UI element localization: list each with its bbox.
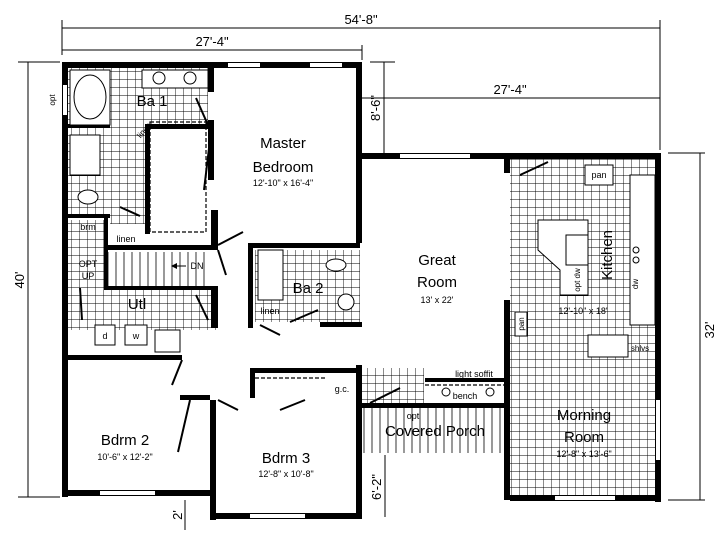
opt-up-label-1: OPT bbox=[79, 259, 98, 269]
tub-icon bbox=[73, 74, 107, 120]
master-name-1: Master bbox=[260, 135, 306, 152]
bath1-name: Ba 1 bbox=[137, 93, 168, 110]
bdrm3-size: 12'-8" x 10'-8" bbox=[258, 469, 313, 479]
bdrm2-size: 10'-6" x 12'-2" bbox=[97, 452, 152, 462]
linen-ba2-label: linen bbox=[260, 306, 279, 316]
bath2-name: Ba 2 bbox=[293, 280, 324, 297]
morning-name-1: Morning bbox=[557, 407, 611, 424]
opt-window-label: opt bbox=[48, 94, 57, 106]
guest-closet-label: g.c. bbox=[335, 384, 350, 394]
range-icon bbox=[632, 246, 640, 254]
kitchen-sink-icon bbox=[565, 234, 589, 266]
dryer-label: d bbox=[102, 331, 107, 341]
dim-overall-width: 54'-8" bbox=[344, 12, 378, 27]
pantry-side-label: pan bbox=[517, 317, 526, 330]
dimension-lines bbox=[18, 20, 705, 530]
great-size: 13' x 22' bbox=[421, 295, 454, 305]
sink-icon bbox=[337, 293, 355, 311]
fixtures bbox=[69, 69, 656, 386]
toilet-icon bbox=[325, 258, 347, 272]
dim-bottom-offset: 2' bbox=[170, 510, 185, 520]
dim-porch-depth: 6'-2" bbox=[369, 474, 384, 500]
broom-closet-label: brm bbox=[80, 222, 96, 232]
opt-up-label-2: UP bbox=[82, 271, 95, 281]
great-name-1: Great bbox=[418, 252, 456, 269]
dim-right-depth: 32' bbox=[702, 322, 717, 339]
utility-name: Utl bbox=[128, 296, 146, 313]
washer-label: w bbox=[132, 331, 140, 341]
pantry-top-label: pan bbox=[591, 170, 606, 180]
shelves-label: shlvs bbox=[631, 344, 649, 353]
dim-overall-depth: 40' bbox=[12, 272, 27, 289]
windows bbox=[63, 63, 660, 518]
shower-icon bbox=[69, 134, 101, 176]
morning-name-2: Room bbox=[564, 429, 604, 446]
door-swings bbox=[79, 97, 549, 453]
kitchen-name: Kitchen bbox=[599, 230, 616, 280]
tub-icon bbox=[257, 249, 284, 301]
master-size: 12'-10" x 16'-4" bbox=[253, 178, 313, 188]
great-name-2: Room bbox=[417, 274, 457, 291]
dishwasher-label: dw bbox=[631, 279, 640, 289]
porch-name: Covered Porch bbox=[385, 423, 485, 440]
bench-label: bench bbox=[453, 391, 478, 401]
toilet-icon bbox=[77, 189, 99, 205]
morning-size: 12'-8" x 13'-6" bbox=[556, 449, 611, 459]
sink-icon bbox=[183, 71, 197, 85]
range-icon bbox=[632, 256, 640, 264]
kitchen-size: 12'-10" x 18' bbox=[558, 306, 607, 316]
sink-icon bbox=[152, 71, 166, 85]
master-name-2: Bedroom bbox=[253, 159, 314, 176]
light-soffit-label: light soffit bbox=[455, 369, 493, 379]
stairs bbox=[106, 252, 211, 286]
porch-note: opt bbox=[407, 411, 420, 421]
dim-right-wing-width: 27'-4" bbox=[493, 82, 527, 97]
dim-left-wing-width: 27'-4" bbox=[195, 34, 229, 49]
linen-hall-label: linen bbox=[116, 234, 135, 244]
porch-decking bbox=[362, 408, 510, 453]
dim-offset-top: 8'-6" bbox=[368, 95, 383, 121]
stairs-down-label: DN bbox=[191, 261, 204, 271]
bdrm2-name: Bdrm 2 bbox=[101, 432, 149, 449]
bdrm3-name: Bdrm 3 bbox=[262, 450, 310, 467]
opt-dishwasher-label: opt dw bbox=[573, 268, 582, 292]
